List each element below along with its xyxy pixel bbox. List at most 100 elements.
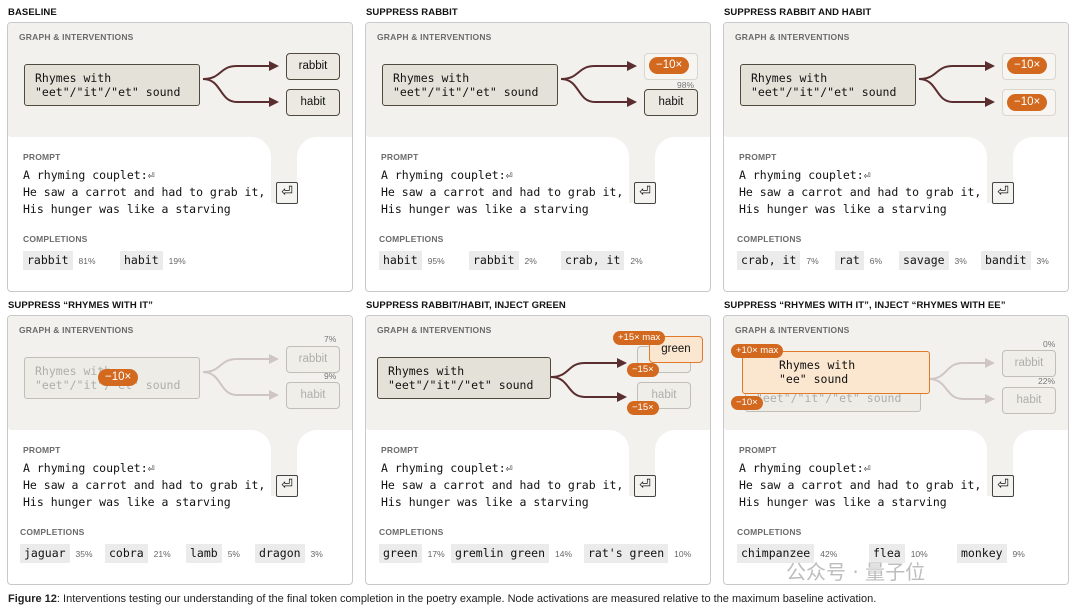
prompt-line-3: His hunger was like a starving (23, 495, 231, 509)
panel-title: SUPPRESS “RHYMES WITH IT”, INJECT “RHYME… (724, 300, 1006, 311)
suppress-badge: −10× (731, 396, 763, 410)
completion-word: rabbit (469, 251, 519, 270)
graph-section-label: GRAPH & INTERVENTIONS (735, 325, 850, 335)
completion-pct: 6% (869, 255, 883, 266)
watermark: 公众号 · 量子位 (786, 560, 926, 584)
completions-section-label: COMPLETIONS (20, 527, 85, 537)
completion-item: flea 10% (869, 544, 928, 563)
completion-pct: 17% (427, 548, 445, 559)
activation-pct: 0% (1043, 339, 1056, 349)
graph-section-label: GRAPH & INTERVENTIONS (19, 325, 134, 335)
completion-pct: 42% (820, 548, 838, 559)
completion-item: crab, it 2% (561, 251, 643, 270)
completion-item: green 17% (379, 544, 445, 563)
completion-word: green (379, 544, 422, 563)
panel-inject-rhymes-ee: GRAPH & INTERVENTIONS Rhymes with "eet"/… (723, 315, 1069, 585)
graph-section-label: GRAPH & INTERVENTIONS (377, 325, 492, 335)
suppress-badge: −10× (1007, 94, 1048, 111)
enter-key-icon: ⏎ (276, 182, 298, 204)
completion-pct: 21% (153, 548, 171, 559)
completion-word: rabbit (23, 251, 73, 270)
completion-pct: 19% (168, 255, 186, 266)
panel-suppress-rabbit-habit: GRAPH & INTERVENTIONS Rhymes with "eet"/… (723, 22, 1069, 292)
prompt-section-label: PROMPT (381, 152, 419, 162)
prompt-section-label: PROMPT (23, 445, 61, 455)
enter-key-icon: ⏎ (634, 182, 656, 204)
completion-word: habit (120, 251, 163, 270)
completion-word: jaguar (20, 544, 70, 563)
completion-word: crab, it (561, 251, 625, 270)
completions-section-label: COMPLETIONS (379, 234, 444, 244)
completion-item: rabbit 81% (23, 251, 96, 270)
suppress-badge: −10× (98, 369, 139, 386)
completion-pct: 10% (910, 548, 928, 559)
prompt-line-1: A rhyming couplet:⏎ (381, 461, 513, 475)
prompt-section-label: PROMPT (23, 152, 61, 162)
inject-badge: +10× max (731, 344, 784, 358)
completions-section-label: COMPLETIONS (737, 234, 802, 244)
completion-pct: 5% (227, 548, 240, 559)
prompt-line-2: He saw a carrot and had to grab it, (381, 185, 624, 199)
enter-key-icon: ⏎ (634, 475, 656, 497)
completion-word: bandit (981, 251, 1031, 270)
completion-pct: 95% (427, 255, 445, 266)
prompt-line-1: A rhyming couplet:⏎ (739, 461, 871, 475)
output-node-habit: habit (1002, 387, 1056, 414)
completion-item: gremlin green 14% (451, 544, 572, 563)
completions-section-label: COMPLETIONS (379, 527, 444, 537)
completion-pct: 7% (806, 255, 819, 266)
completion-word: chimpanzee (737, 544, 815, 563)
completion-word: cobra (105, 544, 148, 563)
panel-title: SUPPRESS “RHYMES WITH IT” (8, 300, 154, 311)
prompt-line-2: He saw a carrot and had to grab it, (739, 478, 982, 492)
completion-word: flea (869, 544, 905, 563)
completion-item: rat's green 10% (584, 544, 691, 563)
panel-baseline: GRAPH & INTERVENTIONS Rhymes with "eet"/… (7, 22, 353, 292)
prompt-line-2: He saw a carrot and had to grab it, (381, 478, 624, 492)
graph-section-label: GRAPH & INTERVENTIONS (735, 32, 850, 42)
completion-item: monkey 9% (957, 544, 1025, 563)
completion-word: dragon (255, 544, 305, 563)
enter-key-icon: ⏎ (992, 182, 1014, 204)
activation-pct: 98% (677, 80, 695, 90)
completion-item: chimpanzee 42% (737, 544, 837, 563)
completion-word: rat's green (584, 544, 669, 563)
completion-item: rat 6% (835, 251, 882, 270)
panel-title: BASELINE (8, 7, 57, 18)
completion-pct: 14% (555, 548, 573, 559)
panel-title: SUPPRESS RABBIT AND HABIT (724, 7, 872, 18)
completion-item: habit 19% (120, 251, 186, 270)
enter-key-icon: ⏎ (276, 475, 298, 497)
enter-key-icon: ⏎ (992, 475, 1014, 497)
completion-pct: 35% (75, 548, 93, 559)
completion-word: lamb (186, 544, 222, 563)
completion-pct: 3% (1036, 255, 1049, 266)
completion-item: lamb 5% (186, 544, 240, 563)
prompt-section-label: PROMPT (739, 152, 777, 162)
prompt-line-1: A rhyming couplet:⏎ (23, 461, 155, 475)
prompt-line-2: He saw a carrot and had to grab it, (23, 185, 266, 199)
output-node-habit: habit (644, 89, 698, 116)
graph-section-label: GRAPH & INTERVENTIONS (19, 32, 134, 42)
panel-inject-green: GRAPH & INTERVENTIONS Rhymes with "eet"/… (365, 315, 711, 585)
prompt-line-3: His hunger was like a starving (23, 202, 231, 216)
prompt-line-1: A rhyming couplet:⏎ (23, 168, 155, 182)
completion-pct: 81% (78, 255, 96, 266)
prompt-section-label: PROMPT (739, 445, 777, 455)
completion-pct: 3% (310, 548, 323, 559)
output-node-habit: habit (286, 89, 340, 116)
completion-item: bandit 3% (981, 251, 1049, 270)
completion-pct: 2% (524, 255, 537, 266)
completion-word: habit (379, 251, 422, 270)
completions-section-label: COMPLETIONS (23, 234, 88, 244)
activation-pct: 22% (1038, 376, 1056, 386)
suppress-badge: −15× (627, 363, 659, 377)
completion-item: habit 95% (379, 251, 445, 270)
completion-word: monkey (957, 544, 1007, 563)
inject-rhymes-ee-node: Rhymes with "ee" sound (742, 351, 930, 394)
output-node-rabbit: rabbit (286, 53, 340, 80)
panel-title: SUPPRESS RABBIT (366, 7, 458, 18)
prompt-line-2: He saw a carrot and had to grab it, (23, 478, 266, 492)
output-node-rabbit: rabbit (286, 346, 340, 373)
rhymes-node: Rhymes with "eet"/"it"/"et" sound (24, 64, 200, 106)
